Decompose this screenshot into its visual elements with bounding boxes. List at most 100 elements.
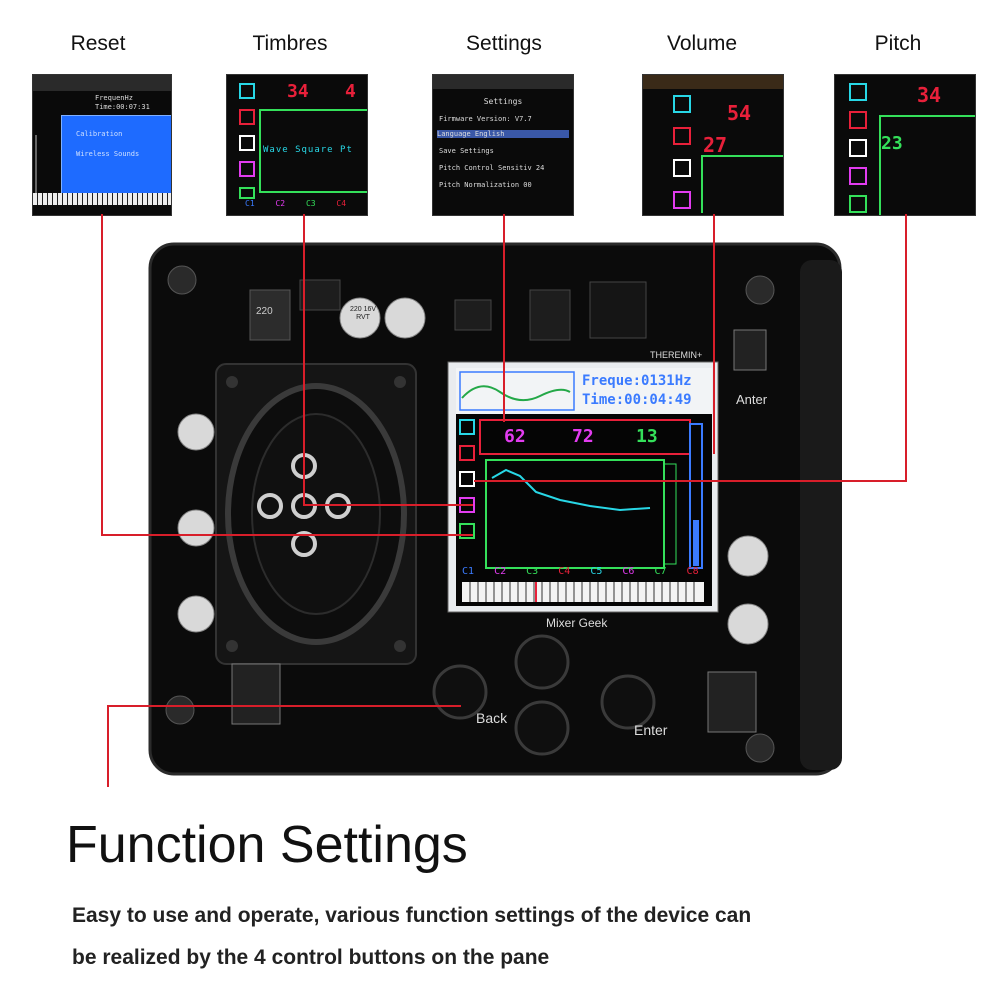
callout-line-settings [503,214,505,422]
pitch-icon-2[interactable] [849,111,867,129]
callout-line-pitch-vertical [905,214,907,482]
antenna-label: Anter [736,392,768,407]
settings-screen-thumbnail: Settings Firmware Version: V7.7 Language… [432,74,574,216]
timbres-key-c2: C2 [275,199,286,208]
keyboard-strip [33,193,171,205]
settings-row-firmware[interactable]: Firmware Version: V7.7 [439,115,532,123]
key-c3: C3 [526,566,539,577]
settings-row-save[interactable]: Save Settings [439,147,494,155]
key-c5: C5 [590,566,603,577]
reset-dialog: Calibration Wireless Sounds [61,115,171,197]
settings-row-sensitivity[interactable]: Pitch Control Sensitiv 24 [439,164,545,172]
capacitor [339,297,381,339]
settings-title: Settings [483,97,523,106]
corner-screw-icon [165,695,195,725]
pitch-icon-3[interactable] [849,139,867,157]
pitch-num1: 34 [917,83,942,107]
enter-knob [600,674,656,730]
switch [454,299,492,331]
timbre-icon-2[interactable] [239,109,255,125]
label-reset: Reset [70,32,126,55]
back-label: Back [476,710,508,726]
callout-line-pitch-horizontal [474,480,907,482]
corner-screw-icon [745,733,775,763]
key-c6: C6 [622,566,635,577]
timbres-num1: 34 [287,81,309,102]
volume-screen-thumbnail: 54 27 [642,74,784,216]
key-c1: C1 [462,566,475,577]
callout-line-bottom-horizontal [107,705,461,707]
callout-line-timbres-h [303,504,473,506]
timbre-icon-1[interactable] [239,83,255,99]
capacitor [727,535,769,577]
volume-icon-1[interactable] [673,95,691,113]
volume-num1: 54 [727,101,752,125]
key-c2: C2 [494,566,507,577]
timbres-wave-text: Wave Square Pt [263,145,353,155]
lcd-icon-volume [459,445,475,461]
callout-line-volume [713,214,715,454]
lcd-mid-value: 72 [572,426,594,447]
timbre-icon-5[interactable] [239,187,255,199]
chip [299,279,341,311]
timbre-icon-3[interactable] [239,135,255,151]
description-line-2: be realized by the 4 control buttons on … [72,946,550,969]
timbre-icon-4[interactable] [239,161,255,177]
key-c7: C7 [654,566,667,577]
calibration-option[interactable]: Calibration [76,130,123,138]
lcd-right-value: 13 [636,426,658,447]
callout-line-reset-vertical [101,214,103,536]
corner-screw-icon [745,275,775,305]
lcd-octave-labels: C1 C2 C3 C4 C5 C6 C7 C8 [462,566,699,577]
reset-screen-thumbnail: FrequenHz Time:00:07:31 Calibration Wire… [32,74,172,216]
label-settings: Settings [466,32,542,55]
page-heading: Function Settings [66,816,468,874]
lcd-frequency: Freque:0131Hz [582,373,692,389]
lcd-keyboard [462,582,704,602]
down-knob [514,700,570,756]
lcd-icon-pitch [459,523,475,539]
settings-row-language[interactable]: Language English [437,130,569,138]
key-c8: C8 [686,566,699,577]
reset-freq-text: FrequenHz [95,94,133,102]
volume-icon-2[interactable] [673,127,691,145]
chip [529,289,571,341]
reset-time-text: Time:00:07:31 [95,103,150,111]
volume-icon-3[interactable] [673,159,691,177]
device-side-edge [800,260,842,770]
timbres-key-c1: C1 [245,199,255,208]
sounds-option[interactable]: Wireless Sounds [76,150,140,158]
capacitor [177,413,215,451]
pitch-icon-5[interactable] [849,195,867,213]
pitch-num2: 23 [881,133,903,154]
settings-row-normalization[interactable]: Pitch Normalization 00 [439,181,532,189]
pitch-icon-4[interactable] [849,167,867,185]
pitch-screen-thumbnail: 34 23 [834,74,976,216]
timbres-key-c3: C3 [305,199,316,208]
pitch-icon-1[interactable] [849,83,867,101]
volume-icon-4[interactable] [673,191,691,209]
callout-line-reset-horizontal [101,534,473,536]
power-jack [231,663,281,725]
callout-line-timbres [303,214,305,506]
label-pitch: Pitch [874,32,922,55]
inductor-label: 220 [256,306,273,317]
lcd-time: Time:00:04:49 [582,392,692,408]
timbres-screen-thumbnail: 34 4 Wave Square Pt C1 C2 C3 C4 [226,74,368,216]
capacitor [177,509,215,547]
timbres-key-c4: C4 [336,199,347,208]
inductor [249,289,291,341]
lcd-icon-timbre [459,419,475,435]
volume-num2: 27 [703,133,728,157]
mixer-label: Mixer Geek [546,616,608,630]
callout-line-bottom-vertical [107,705,109,787]
audio-jack [733,329,767,371]
label-volume: Volume [666,32,738,55]
lcd-icon-note [459,471,475,487]
capacitor [177,595,215,633]
enter-label: Enter [634,722,668,738]
label-timbres: Timbres [252,32,328,55]
up-knob [514,634,570,690]
corner-screw-icon [167,265,197,295]
